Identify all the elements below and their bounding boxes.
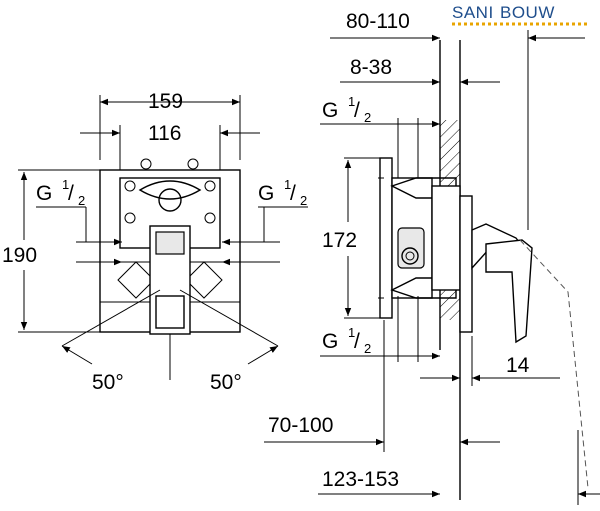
side-view: 80-110 8-38 G 1 / 2 172: [264, 10, 600, 505]
screw-mark: [204, 212, 216, 224]
watermark-word-1: SANI: [452, 3, 494, 22]
front-handle-top: [155, 231, 185, 255]
valve-port-ring: [401, 247, 419, 265]
svg-text:1: 1: [284, 177, 291, 192]
svg-text:2: 2: [300, 193, 307, 208]
svg-text:G: G: [36, 182, 52, 205]
screw-mark: [204, 180, 216, 192]
svg-text:/: /: [290, 182, 296, 205]
lever-swing-path: [519, 239, 589, 489]
dim-side-total-range: 123-153: [322, 468, 399, 491]
dim-side-depth-range: 8-38: [350, 56, 392, 79]
svg-text:/: /: [354, 330, 360, 353]
angle-right-label: 50°: [210, 371, 242, 394]
svg-text:2: 2: [364, 110, 371, 125]
dim-front-width-inner: 116: [148, 122, 181, 145]
thread-top: G 1 / 2: [320, 94, 440, 180]
screw-mark: [124, 212, 136, 224]
screw-mark: [124, 180, 136, 192]
svg-text:2: 2: [364, 341, 371, 356]
front-handle-base: [155, 295, 185, 329]
angle-line-left: [61, 289, 161, 347]
front-view: 159 116 190: [2, 90, 308, 394]
valve-core-center: [158, 188, 182, 212]
angle-left-label: 50°: [92, 371, 124, 394]
dim-front-height: 190: [2, 244, 37, 267]
svg-text:1: 1: [348, 94, 355, 109]
svg-text:1: 1: [348, 325, 355, 340]
svg-text:/: /: [68, 182, 74, 205]
dim-side-plate: 14: [506, 354, 530, 377]
side-lever: [485, 239, 533, 344]
svg-text:/: /: [354, 99, 360, 122]
valve-core: [138, 180, 202, 200]
cover-plate: [459, 195, 473, 333]
thread-bottom: G 1 / 2: [320, 296, 440, 362]
thread-right: G 1 / 2: [222, 177, 308, 266]
screw-mark: [140, 158, 152, 170]
watermark-word-2: BOUW: [500, 3, 555, 22]
angle-line-right: [179, 289, 279, 347]
cartridge-housing: [431, 185, 461, 291]
svg-text:G: G: [322, 99, 338, 122]
svg-text:G: G: [322, 330, 338, 353]
dim-side-wall-range: 80-110: [346, 10, 410, 33]
thread-left: G 1 / 2: [36, 177, 122, 266]
dim-side-lower-range: 70-100: [268, 414, 333, 437]
dim-side-height: 172: [322, 229, 357, 252]
screw-mark: [187, 158, 199, 170]
svg-text:1: 1: [62, 177, 69, 192]
watermark-logo: SANI BOUW: [452, 3, 590, 26]
svg-text:2: 2: [78, 193, 85, 208]
svg-text:G: G: [258, 182, 274, 205]
port-diamond-right: [185, 261, 223, 299]
mounting-plate: [379, 157, 393, 319]
